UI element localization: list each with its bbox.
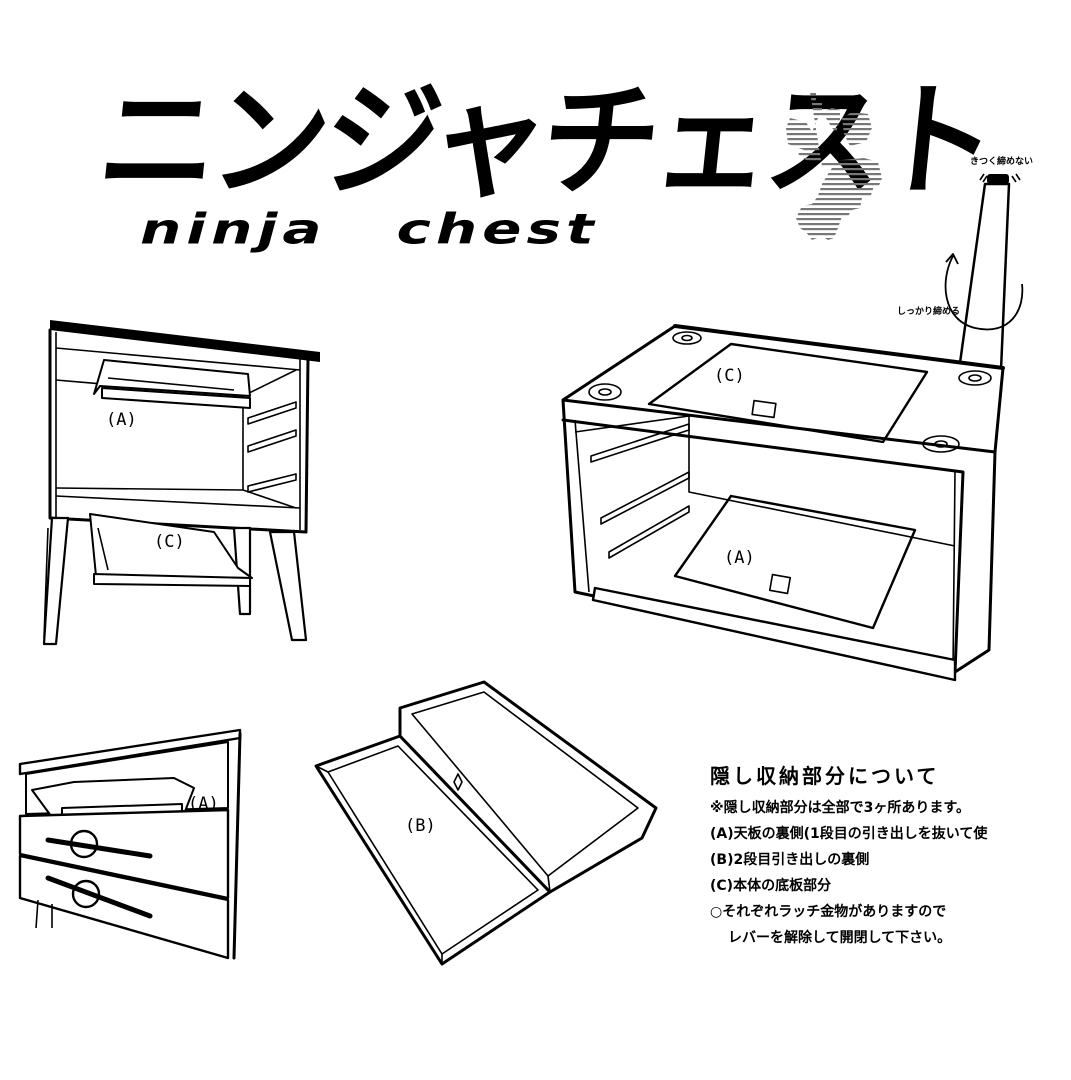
front-view-label-a: (A) [106,410,137,430]
drawer-flipped-illustration [314,680,658,966]
info-line-b: (B)2段目引き出しの裏側 [710,852,870,868]
info-line-lever: レバーを解除して開閉して下さい。 [728,930,952,946]
title-word-chest: chest [396,204,599,254]
title-word-ninja: ninja [140,204,327,254]
info-line-latch: ○それぞれラッチ金物がありますので [710,904,947,920]
info-line-a: (A)天板の裏側(1段目の引き出しを抜いて使 [710,826,988,842]
body-view-illustration [561,324,1005,682]
drawer-closeup-label-a: (A) [188,794,219,814]
body-view-label-c: (C) [714,366,745,386]
front-view-label-c: (C) [154,532,185,552]
hidden-storage-info: 隠し収納部分について ※隠し収納部分は全部で3ヶ所あります。 (A)天板の裏側(… [710,760,1071,951]
leg-note-side-label: しっかり締める [897,307,961,317]
body-view-label-a: (A) [724,548,755,568]
info-line-total: ※隠し収納部分は全部で3ヶ所あります。 [710,800,970,816]
leg-tightening-illustration [944,173,1024,372]
ninja-silhouette-icon [782,88,892,248]
info-line-c: (C)本体の底板部分 [710,878,832,894]
leg-note-top-label: きつく締めない [970,157,1034,167]
info-title: 隠し収納部分について [710,764,940,788]
drawer-closeup-illustration [18,728,242,960]
front-view-illustration [42,320,320,646]
drawer-flipped-label-b: (B) [405,816,436,836]
